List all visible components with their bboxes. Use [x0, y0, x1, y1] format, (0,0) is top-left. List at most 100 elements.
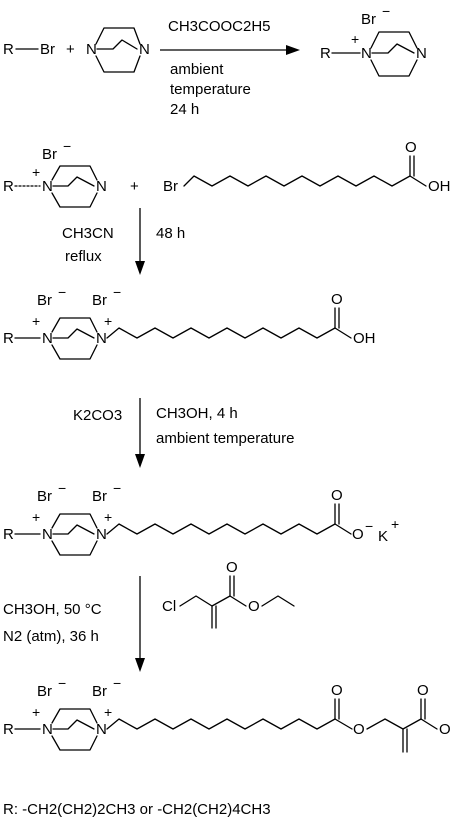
step2-time: 48 h	[156, 225, 185, 242]
step1-product-br-minus: −	[382, 3, 390, 19]
final-acrylate-backbone	[366, 718, 422, 730]
final-ester-o-link: O	[353, 721, 365, 738]
final-n-right: N	[96, 721, 107, 738]
step1-arrow-head	[286, 45, 300, 55]
step3-product-co-minus-bond	[334, 523, 352, 535]
step3-product-n-left: N	[42, 526, 53, 543]
step2-acid-oh: OH	[428, 178, 451, 195]
final-bottom-bridge	[51, 735, 98, 751]
step2-acid-coh-bond	[409, 175, 427, 187]
step2-product-plus-2: +	[104, 313, 112, 329]
final-br-minus-2: −	[113, 675, 121, 691]
step2-product-coh-bond	[334, 327, 352, 339]
step2-product-plus-1: +	[32, 313, 40, 329]
step4-acrylate-ethyl	[261, 595, 295, 607]
step2-arrow-head	[135, 261, 145, 275]
step1-product-bottom-bridge	[370, 59, 418, 77]
step3-product-o-minus-charge: −	[365, 518, 373, 534]
step3-solvent-time: CH3OH, 4 h	[156, 405, 238, 422]
r-group-footnote: R: -CH2(CH2)2CH3 or -CH2(CH2)4CH3	[3, 801, 271, 818]
step1-r-label: R	[3, 41, 14, 58]
step2-product: Br − Br − + + R N N O OH	[3, 284, 376, 360]
final-br-anion-2: Br	[92, 683, 107, 700]
step4-solvent-temperature: CH3OH, 50 °C	[3, 601, 102, 618]
step2-plus-charge: +	[32, 164, 40, 180]
step1-condition-3: 24 h	[170, 101, 199, 118]
step3-product-potassium-charge: +	[391, 516, 399, 532]
final-ester-o-carbonyl: O	[331, 682, 343, 699]
step3-base: K2CO3	[73, 407, 122, 424]
step3-product-br-anion-2: Br	[92, 488, 107, 505]
step2-bromo-acid: Br O OH	[163, 139, 451, 195]
step2-product-n-left: N	[42, 330, 53, 347]
step2-product-br-minus-1: −	[58, 284, 66, 300]
step3-product-bottom-bridge	[51, 540, 98, 556]
step2-product-bottom-bridge	[51, 344, 98, 360]
step1-condition-2: temperature	[170, 81, 251, 98]
step1-product: Br − + R N N	[320, 3, 427, 77]
step3-arrow-head	[135, 454, 145, 468]
step1-product-n-left: N	[361, 45, 372, 62]
final-plus-1: +	[32, 704, 40, 720]
step1-product-plus-charge: +	[351, 31, 359, 47]
step1-reagent: CH3COOC2H5	[168, 18, 271, 35]
step1-dabco-n-left: N	[86, 41, 97, 58]
step1-r-group-label: R	[3, 41, 14, 58]
step3-product-plus-1: +	[32, 509, 40, 525]
final-acrylate-o-end: O	[439, 721, 451, 738]
step2-acid-br-label: Br	[163, 178, 178, 195]
step3-product-o-minus: O	[352, 526, 364, 543]
step3-product-br-minus-2: −	[113, 480, 121, 496]
step1-plus-sign: +	[66, 41, 75, 58]
step2-acid-chain	[183, 175, 411, 187]
step1-product-n-right: N	[416, 45, 427, 62]
step2-br-minus: −	[63, 138, 71, 154]
step3-product-top-bridge	[51, 513, 98, 529]
step1-product-top-bridge	[370, 31, 418, 49]
step1-product-r-label: R	[320, 45, 331, 62]
step2-br-anion: Br	[42, 146, 57, 163]
step2-quaternary-salt: Br − + R N N	[3, 138, 107, 208]
step3-product-chain	[106, 523, 336, 535]
step2-bottom-bridge	[51, 192, 98, 208]
step2-product-mid-bridge	[52, 328, 95, 339]
final-br-anion-1: Br	[37, 683, 52, 700]
step3-product-n-right: N	[96, 526, 107, 543]
step2-product-br-anion-2: Br	[92, 292, 107, 309]
step2-product-top-bridge	[51, 317, 98, 333]
final-acrylate-o-carbonyl: O	[417, 682, 429, 699]
step4-acrylate-o-ester: O	[248, 598, 260, 615]
step2-solvent: CH3CN	[62, 225, 114, 242]
step2-n-right: N	[96, 178, 107, 195]
step1-br-label: Br	[40, 41, 55, 58]
final-plus-2: +	[104, 704, 112, 720]
step3-product-mid-bridge	[52, 524, 95, 535]
step2-product-r-label: R	[3, 330, 14, 347]
step1-dabco-bottom-bridge	[95, 55, 141, 73]
step1-product-mid-bridge	[371, 43, 415, 54]
step1-dabco-mid-bridge	[96, 39, 138, 50]
step2-product-chain	[106, 327, 336, 339]
step3-product-br-minus-1: −	[58, 480, 66, 496]
step4-cl-label: Cl	[162, 598, 176, 615]
step1-product-br-anion: Br	[361, 11, 376, 28]
step4-acrylate-ester-bond	[229, 595, 247, 607]
step2-solvent-condition: reflux	[65, 248, 102, 265]
step2-product-br-minus-2: −	[113, 284, 121, 300]
step4-acrylate-o-carbonyl: O	[226, 559, 238, 576]
step2-product-br-anion-1: Br	[37, 292, 52, 309]
step2-plus-sign: +	[130, 178, 139, 195]
step2-product-n-right: N	[96, 330, 107, 347]
step1-condition-1: ambient	[170, 61, 224, 78]
step3-product: Br − Br − + + R N N O O − K +	[3, 480, 399, 556]
step4-atmosphere-time: N2 (atm), 36 h	[3, 628, 99, 645]
step2-product-oh: OH	[353, 330, 376, 347]
step3-product-r-label: R	[3, 526, 14, 543]
step1-dabco-top-bridge	[95, 27, 141, 45]
final-acrylate-o-bond	[420, 718, 438, 730]
step2-mid-bridge	[52, 176, 95, 187]
final-r-label: R	[3, 721, 14, 738]
step3-temperature: ambient temperature	[156, 430, 294, 447]
step4-chloromethyl-acrylate: Cl O O	[162, 559, 295, 629]
